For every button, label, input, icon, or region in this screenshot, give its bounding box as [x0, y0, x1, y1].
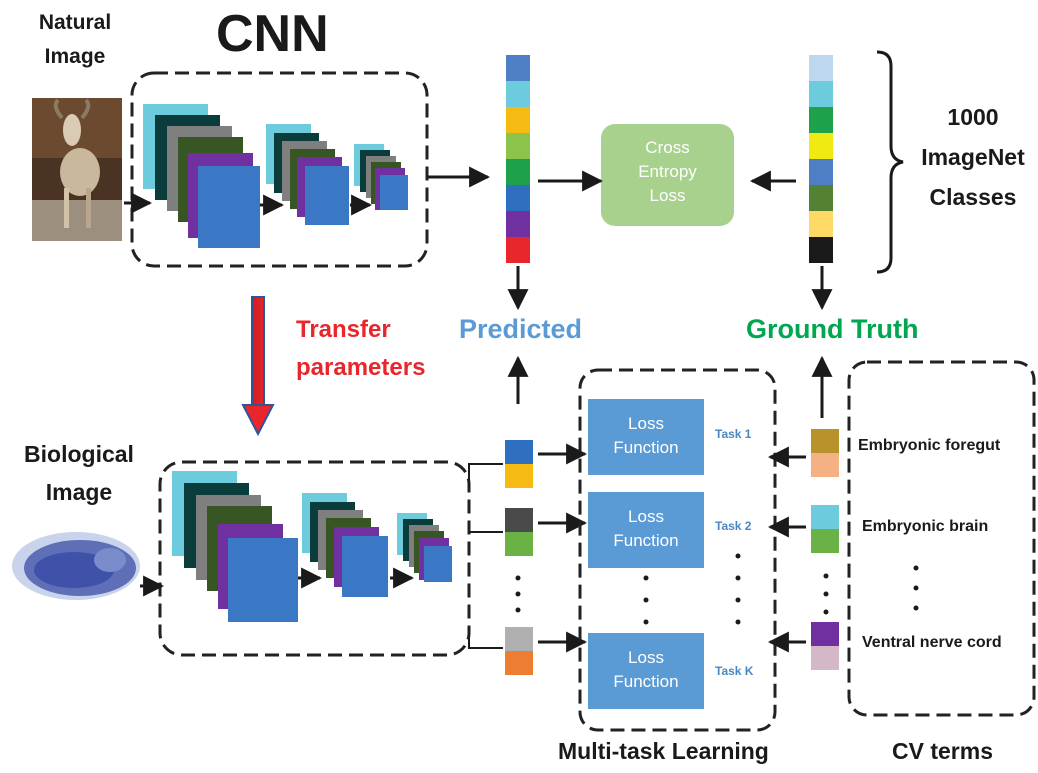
predicted-vector-cell-8: [506, 237, 530, 263]
transfer-arrow: [241, 296, 275, 437]
predicted-vector: [506, 55, 530, 263]
task1-truth-cell-1: [811, 429, 839, 453]
taskk-predicted-cell-1: [505, 627, 533, 651]
predicted-vector-cell-6: [506, 185, 530, 211]
ground-truth-vector-cell-2: [809, 81, 833, 107]
ground-truth-vector-cell-5: [809, 159, 833, 185]
imagenet-classes-label: 1000 ImageNet Classes: [921, 104, 1025, 210]
cv-term-embryonic-foregut: Embryonic foregut: [858, 437, 1001, 454]
cv-terms-container: [847, 360, 1036, 717]
cnn-top-feature-maps-1: [143, 104, 260, 248]
taskk-predicted-vector: [505, 627, 533, 675]
predicted-vector-cell-2: [506, 81, 530, 107]
natural-image-photo: [32, 98, 122, 241]
cnn-bottom-feature-maps-2: [302, 493, 388, 597]
cross-entropy-label: Cross Entropy Loss: [638, 138, 697, 205]
taskk-predicted-cell-2: [505, 651, 533, 675]
imagenet-brace: [876, 50, 904, 274]
cv-terms-vertical-ellipsis: [913, 565, 919, 611]
task2-truth-vector: [811, 505, 839, 553]
natural-image-label: Natural Image: [38, 11, 112, 68]
loss-function-label-1: Loss Function: [613, 414, 679, 457]
predicted-vertical-ellipsis: [515, 575, 521, 613]
connector-task1: [468, 463, 503, 488]
task1-truth-vector: [811, 429, 839, 477]
connector-taskk: [468, 628, 503, 649]
task1-label: Task 1: [715, 427, 752, 441]
task1-predicted-cell-1: [505, 440, 533, 464]
cnn-bottom-feature-maps-1: [172, 471, 298, 622]
ground-truth-label: Ground Truth: [746, 314, 919, 344]
cnn-top-container: [130, 71, 429, 268]
loss-function-box-2: [588, 492, 704, 568]
ground-truth-vector-cell-4: [809, 133, 833, 159]
loss-function-label-k: Loss Function: [613, 648, 679, 691]
taskk-label: Task K: [715, 664, 754, 678]
loss-function-label-2: Loss Function: [613, 507, 679, 550]
predicted-vector-cell-4: [506, 133, 530, 159]
multitask-container: [578, 368, 777, 732]
task2-truth-cell-1: [811, 505, 839, 529]
truth-vertical-ellipsis: [823, 573, 829, 615]
predicted-vector-cell-7: [506, 211, 530, 237]
task1-predicted-vector: [505, 440, 533, 488]
task-vertical-ellipsis: [735, 553, 741, 625]
ground-truth-vector-cell-8: [809, 237, 833, 263]
loss-function-box-k: [588, 633, 704, 709]
task2-predicted-cell-2: [505, 532, 533, 556]
cnn-top-feature-maps-2: [266, 124, 349, 225]
task2-truth-cell-2: [811, 529, 839, 553]
task2-predicted-vector: [505, 508, 533, 556]
cnn-bottom-container: [158, 460, 471, 657]
ground-truth-vector-cell-6: [809, 185, 833, 211]
loss-vertical-ellipsis: [643, 575, 649, 625]
predicted-vector-cell-3: [506, 107, 530, 133]
biological-image-label: Biological Image: [24, 441, 134, 505]
ground-truth-vector-cell-1: [809, 55, 833, 81]
task1-truth-cell-2: [811, 453, 839, 477]
taskk-truth-vector: [811, 622, 839, 670]
predicted-vector-cell-5: [506, 159, 530, 185]
task2-label: Task 2: [715, 519, 752, 533]
predicted-label: Predicted: [459, 314, 583, 344]
ground-truth-vector: [809, 55, 833, 263]
task2-predicted-cell-1: [505, 508, 533, 532]
ground-truth-vector-cell-3: [809, 107, 833, 133]
cnn-bottom-feature-maps-3: [397, 513, 452, 582]
biological-image-embryo: [12, 532, 140, 600]
multitask-learning-label: Multi-task Learning: [558, 738, 769, 764]
taskk-truth-cell-2: [811, 646, 839, 670]
cnn-top-feature-maps-3: [354, 144, 408, 210]
transfer-parameters-label: Transfer parameters: [296, 316, 426, 381]
taskk-truth-cell-1: [811, 622, 839, 646]
cv-terms-label: CV terms: [892, 738, 993, 764]
cnn-title: CNN: [216, 5, 329, 63]
cv-term-ventral-nerve-cord: Ventral nerve cord: [862, 634, 1002, 651]
task1-predicted-cell-2: [505, 464, 533, 488]
predicted-vector-cell-1: [506, 55, 530, 81]
cross-entropy-box: [601, 124, 734, 226]
ground-truth-vector-cell-7: [809, 211, 833, 237]
cv-term-embryonic-brain: Embryonic brain: [862, 518, 989, 535]
loss-function-box-1: [588, 399, 704, 475]
